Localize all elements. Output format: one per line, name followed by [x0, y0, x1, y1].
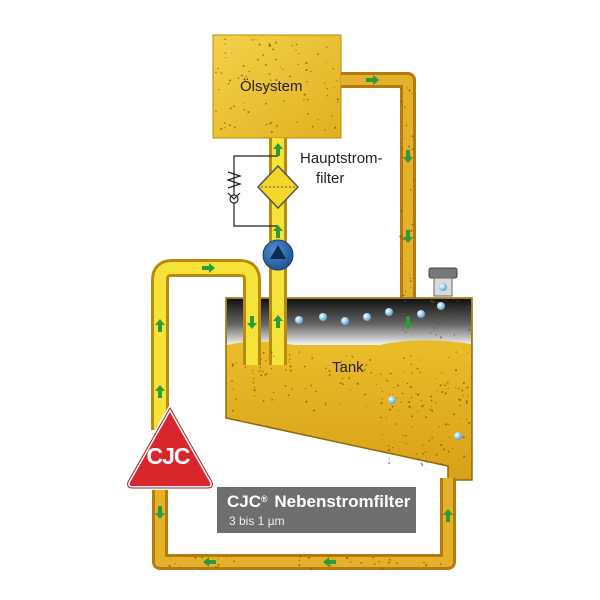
flow-arrow-icon	[203, 557, 216, 567]
flow-arrow-icon	[403, 230, 413, 243]
main-filter-label-line2: filter	[316, 170, 345, 187]
flow-arrow-icon	[273, 315, 283, 328]
bypass-filter-name: Nebenstromfilter	[274, 492, 411, 511]
water-drop-icon	[319, 313, 327, 321]
water-drop-icon	[295, 316, 303, 324]
contaminant-particles	[168, 38, 471, 570]
return-pipe	[341, 72, 416, 355]
water-drop-icon	[437, 302, 445, 310]
water-drop-icon	[385, 308, 393, 316]
main-filter	[256, 164, 300, 210]
cjc-logo-text: CJC	[146, 443, 190, 469]
main-filter-label-line1: Hauptstrom-	[300, 150, 383, 167]
flow-arrow-icon	[403, 316, 413, 329]
flow-arrow-icon	[273, 143, 283, 156]
water-drop-icon	[454, 432, 462, 440]
flow-arrow-icon	[202, 263, 215, 273]
flow-arrow-icon	[443, 509, 453, 522]
flow-arrow-icon	[247, 316, 257, 329]
tank	[225, 297, 473, 481]
water-drop-icon	[417, 310, 425, 318]
air-breather-icon	[428, 267, 458, 297]
bypass-filter-brand: CJC	[227, 492, 262, 511]
pump-icon	[262, 239, 294, 271]
flow-arrow-icon	[366, 75, 379, 85]
flow-arrow-icon	[155, 385, 165, 398]
bypass-filter-title: CJC® Nebenstromfilter	[227, 492, 410, 512]
registered-mark: ®	[261, 494, 268, 504]
flow-arrow-icon	[323, 557, 336, 567]
bypass-filter-box: CJC® Nebenstromfilter 3 bis 1 µm	[217, 487, 416, 533]
flow-arrow-icon	[403, 150, 413, 163]
tank-label: Tank	[332, 359, 364, 376]
flow-arrow-icon	[155, 506, 165, 519]
water-drop-icon	[341, 317, 349, 325]
flow-arrows	[155, 75, 453, 567]
bypass-filter-rating: 3 bis 1 µm	[229, 514, 285, 528]
cjc-logo	[125, 406, 215, 490]
flow-arrow-icon	[155, 319, 165, 332]
check-valve-icon	[227, 192, 241, 204]
flow-arrow-icon	[273, 225, 283, 238]
water-drop-icon	[363, 313, 371, 321]
water-drop-icon	[388, 396, 396, 404]
water-drops	[295, 302, 462, 440]
oil-system-label: Ölsystem	[240, 78, 303, 95]
relief-line	[226, 155, 278, 227]
oil-system-box	[212, 34, 342, 139]
